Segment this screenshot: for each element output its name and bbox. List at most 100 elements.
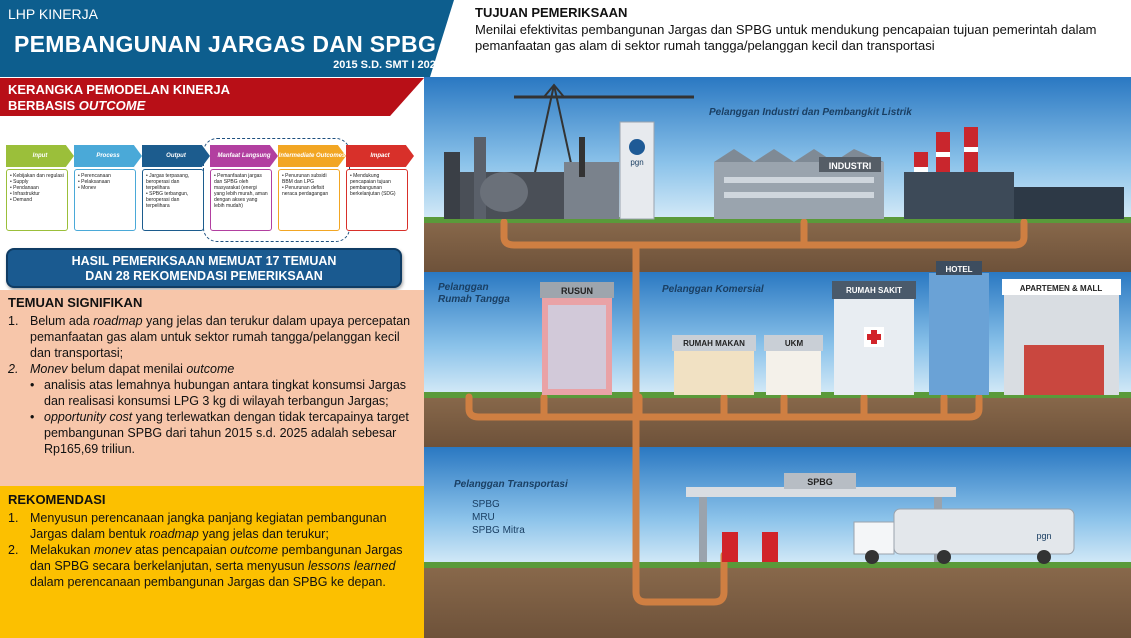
finding-1-text-b: roadmap [93,314,143,328]
industry-customer-label: Pelanggan Industri dan Pembangkit Listri… [709,107,912,118]
finding-number-2: 2. [8,361,18,377]
grass-strip-3 [424,562,1131,568]
pgn-tower: pgn [619,121,655,220]
transport-customer-label: Pelanggan Transportasi [454,479,568,490]
industri-building-label: INDUSTRI [829,161,872,171]
apartemen-label: APARTEMEN & MALL [1020,284,1103,293]
flow-step-line: • Monev [78,185,97,191]
finding-2-text-b: belum dapat menilai [67,362,187,376]
flow-step-line: • Jargas terpasang, beroperasi dan terpe… [146,173,190,191]
flow-step-body: • Perencanaan• Pelaksanaan• Monev [74,169,136,231]
rumah-sakit-label: RUMAH SAKIT [846,286,902,295]
flow-step-line: • Infrastruktur [10,191,40,197]
flow-step-line: • Perencanaan [78,173,111,179]
recommendation-item-1: 1. Menyusun perencanaan jangka panjang ke… [8,510,416,542]
ukm-building: UKM [764,335,823,395]
finding-2-bullet-2-italic: opportunity cost [44,410,133,424]
findings-title: TEMUAN SIGNIFIKAN [8,295,143,310]
finding-item-1: 1.Belum ada roadmap yang jelas dan teruk… [8,313,416,361]
significant-findings-section: TEMUAN SIGNIFIKAN 1. Belum ada roadmap ya… [0,290,424,486]
flow-step-body: • Kebijakan dan regulasi• Supply• Pendan… [6,169,68,231]
flow-step-5: Impact• Mendukung pencapaian tujuan pemb… [346,145,414,233]
rusun-label: RUSUN [561,286,593,296]
recommendations-title: REKOMENDASI [8,492,106,507]
finding-2-text-c: outcome [186,362,235,376]
flow-step-line: • Supply [10,179,29,185]
grass-strip-1 [424,217,1131,223]
flow-step-title: Manfaat Langsung [210,145,278,167]
commercial-label: Pelanggan Komersial [662,284,764,295]
results-line-2: DAN 28 REKOMENDASI PEMERIKSAAN [85,269,323,283]
residential-label-line-2: Rumah Tangga [438,294,510,305]
outcome-flow-diagram: Input• Kebijakan dan regulasi• Supply• P… [6,145,418,235]
flow-step-line: • Pelaksanaan [78,179,111,185]
industri-building: INDUSTRI [714,149,884,219]
flow-step-title: Process [74,145,142,167]
audit-objective-section: TUJUAN PEMERIKSAAN Menilai efektivitas p… [454,0,1131,77]
transport-item-2: MRU [472,512,495,523]
flow-step-4: Intermediate Outcomes• Penurunan subsidi… [278,145,346,233]
recommendation-item-2: 2.Melakukan monev atas pencapaian outcom… [8,542,416,590]
flow-step-2: Output • Jargas terpasang, beroperasi dan… [142,145,210,233]
flow-step-line: • Kebijakan dan regulasi [10,173,64,179]
rec-2-text-e: pembangunan Jargas dan SPBG secara berke… [30,543,403,573]
rec-2-text-g: dalam perencanaan pembangunan Jargas dan… [30,575,386,589]
transport-item-3: SPBG Mitra [472,525,525,536]
finding-2-text-a: Monev [30,362,68,376]
finding-number-1: 1. [8,314,19,328]
spbg-label: SPBG [807,477,833,487]
apartemen-mall-building: APARTEMEN & MALL [1002,279,1121,395]
framework-line-2-italic: OUTCOME [78,98,146,113]
flow-step-line: • SPBG terbangun, beroperasi dan terpeli… [146,191,189,209]
framework-line-1: KERANGKA PEMODELAN KINERJA [8,82,230,97]
spbg-station: SPBG [686,473,956,562]
flow-step-title: Intermediate Outcomes [278,145,346,167]
flow-step-3: Manfaat Langsung • Pemanfaatan jargas dan… [210,145,278,233]
flow-step-0: Input• Kebijakan dan regulasi• Supply• P… [6,145,74,233]
power-plant [904,127,1124,219]
framework-line-2-prefix: BERBASIS [8,98,79,113]
rec-2-text-b: monev [93,543,132,557]
hotel-building: HOTEL [929,261,989,395]
results-summary-box: HASIL PEMERIKSAAN MEMUAT 17 TEMUAN DAN 2… [6,248,402,288]
hotel-label: HOTEL [945,265,972,274]
finding-2-bullet-2-text: yang terlewatkan dengan tidak tercapainy… [44,410,409,456]
framework-banner: KERANGKA PEMODELAN KINERJA BERBASIS OUTC… [0,78,424,116]
flow-step-line: • Pemanfaatan jargas dan SPBG oleh masya… [214,173,268,209]
residential-label-line-1: Pelanggan [438,282,489,293]
framework-line-2: BERBASIS OUTCOME [8,98,230,114]
framework-banner-text: KERANGKA PEMODELAN KINERJA BERBASIS OUTC… [8,82,230,114]
finding-2-bullet-2: opportunity cost yang terlewatkan dengan… [8,409,416,457]
report-period: 2015 S.D. SMT I 2020 [333,59,442,71]
flow-step-title: Input [6,145,74,167]
finding-2-bullet-1: analisis atas lemahnya hubungan antara t… [8,377,416,409]
objective-title: TUJUAN PEMERIKSAAN [475,5,628,20]
flow-step-line: • Demand [10,197,33,203]
finding-1-text-a: Belum ada [30,314,94,328]
flow-step-title: Impact [346,145,414,167]
flow-step-body: • Pemanfaatan jargas dan SPBG oleh masya… [210,169,272,231]
flow-step-1: Process• Perencanaan• Pelaksanaan• Monev [74,145,142,233]
results-line-1: HASIL PEMERIKSAAN MEMUAT 17 TEMUAN [71,254,337,268]
finding-item-2: 2. Monev belum dapat menilai outcome [8,361,416,377]
rec-1-text-b: roadmap [149,527,199,541]
recommendations-section: REKOMENDASI 1. Menyusun perencanaan jangk… [0,486,424,638]
report-header: LHP KINERJA PEMBANGUNAN JARGAS DAN SPBG … [0,0,454,77]
report-subtitle: LHP KINERJA [8,6,98,22]
rec-1-text-c: yang jelas dan terukur; [198,527,329,541]
flow-step-line: • Pendanaan [10,185,39,191]
refinery-crane [444,83,694,219]
rec-2-text-d: outcome [230,543,279,557]
finding-number-2-text: 2. [8,362,19,376]
flow-step-title: Output [142,145,210,167]
gas-network-illustration: pgn Pelanggan Industri dan Pembangkit Li… [424,77,1131,638]
cng-tanker-truck: pgn [853,508,1075,564]
recommendation-number-1: 1. [8,511,19,525]
rec-2-text-a: Melakukan [30,543,94,557]
rec-1-text-a: Menyusun perencanaan jangka panjang kegi… [30,511,387,541]
flow-step-body: • Penurunan subsidi BBM dan LPG• Penurun… [278,169,340,231]
rumah-makan-building: RUMAH MAKAN [672,335,756,395]
rusun-building: RUSUN [540,282,614,395]
recommendation-number-2: 2. [8,543,19,557]
ukm-label: UKM [785,339,804,348]
